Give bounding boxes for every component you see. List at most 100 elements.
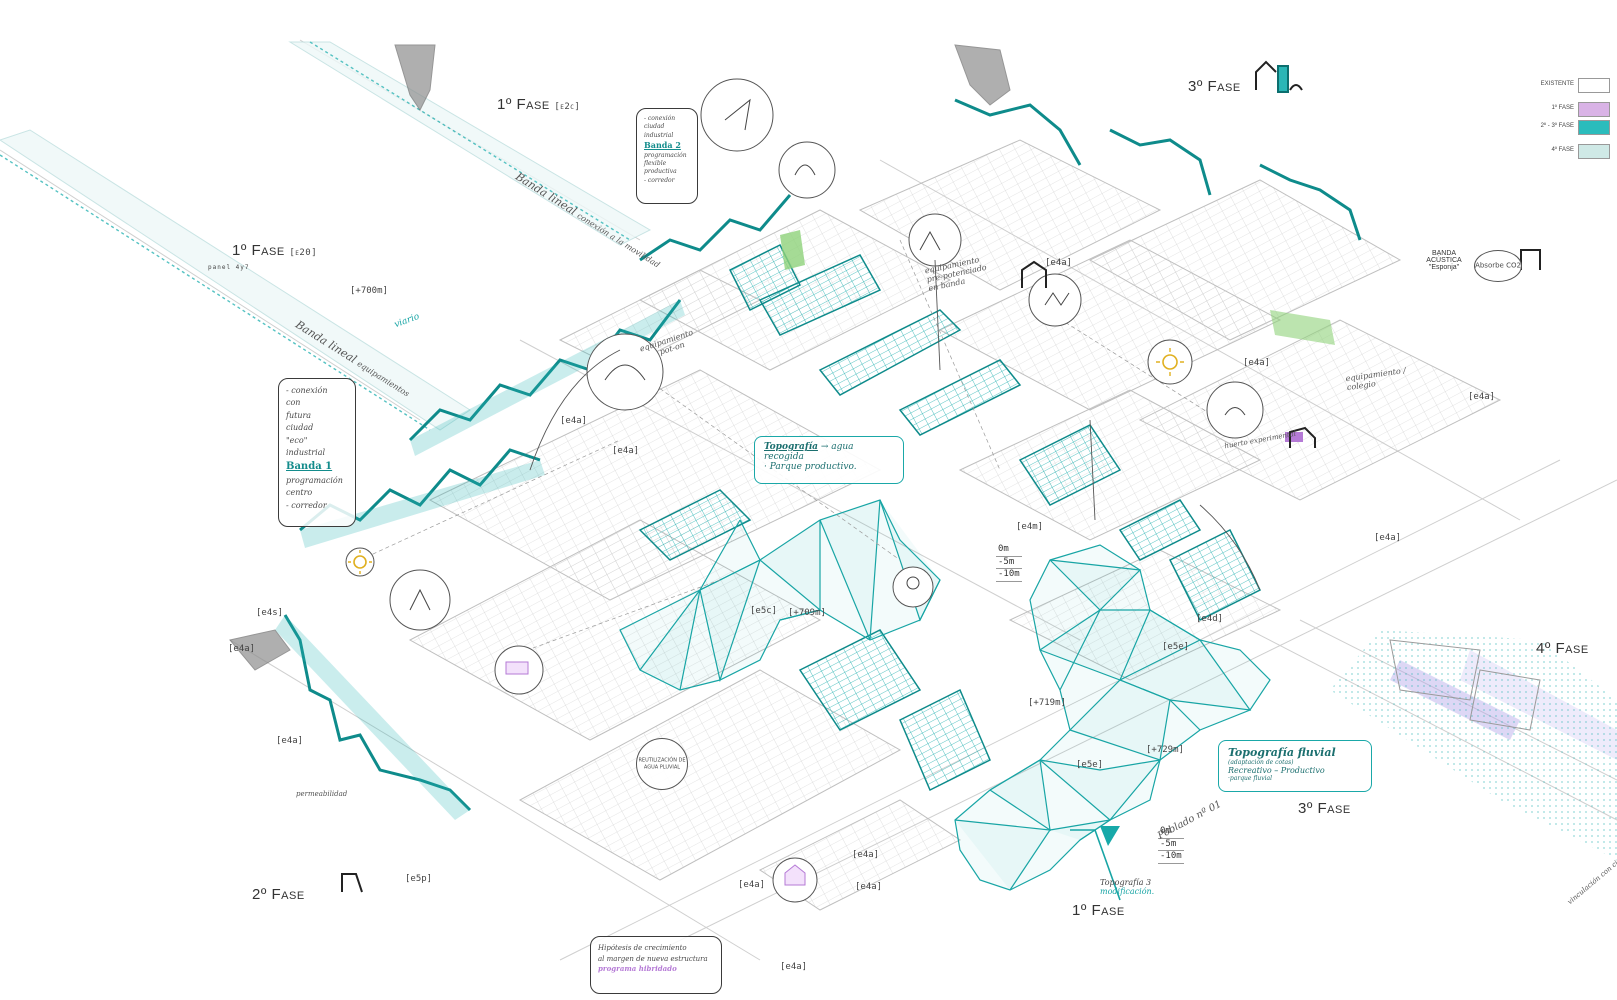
depth-value: 0m	[996, 544, 1022, 557]
zone-tag: [e5c]	[750, 606, 778, 616]
topography-note-1: Topografía → agua recogida · Parque prod…	[754, 436, 904, 484]
legend-swatch	[1578, 120, 1610, 135]
zone-tag: [e4a]	[560, 416, 588, 426]
depth-value: 0m	[1158, 826, 1184, 839]
zone-tag: [e4a]	[1468, 392, 1496, 402]
phase-title: 1º Fase	[232, 242, 285, 259]
topography-note-3: Topografía 3 modificación.	[1100, 878, 1154, 896]
pictogram-teal	[505, 661, 806, 886]
note-line: programación	[286, 475, 343, 485]
elevation-label: [+709m]	[788, 608, 826, 618]
note-line: Recreativo – Productivo	[1228, 766, 1325, 775]
note-line: modificación.	[1100, 887, 1155, 896]
depth-sign: 0m -5m -10m	[1158, 826, 1184, 865]
zone-tag: [e4m]	[1016, 522, 1044, 532]
phase-label-1b: 1º Fase [e20]	[232, 242, 317, 259]
note-line: al margen de nueva estructura	[598, 954, 708, 963]
linear-band-1	[0, 41, 652, 431]
note-title: Topografía	[764, 442, 818, 452]
zone-tag: [e5p]	[405, 874, 433, 884]
note-line: → agua recogida	[764, 442, 854, 462]
legend-swatch	[1578, 78, 1610, 93]
depth-sign: 0m -5m -10m	[996, 544, 1022, 583]
note-line: ciudad	[286, 423, 314, 433]
zone-tag: [e4a]	[276, 736, 304, 746]
sun-icon	[1147, 339, 1193, 385]
note-line: ·parque fluvial	[1228, 775, 1273, 782]
flow-arrows	[529, 259, 1261, 901]
zone-tag: [e4a]	[855, 882, 883, 892]
legend-label: EXISTENTE	[1540, 81, 1574, 87]
legend-phase4: 4º FASE	[1490, 144, 1610, 159]
depth-value: -5m	[1158, 839, 1184, 852]
pictogram-strokes	[409, 98, 1246, 611]
elevation-label: [+729m]	[1146, 745, 1184, 755]
phase-label-2: 2º Fase	[252, 886, 305, 903]
phase-code: [e2c]	[554, 102, 581, 112]
note-title: Topografía fluvial	[1228, 746, 1336, 759]
note-line: - conexión	[286, 386, 328, 395]
phase-label-1a: 1º Fase [e2c]	[497, 96, 580, 113]
note-line: programa hibridado	[598, 964, 677, 973]
zone-tag: [e4s]	[256, 608, 284, 618]
legend-phase1: 1º FASE	[1490, 102, 1610, 117]
legend-label: 1º FASE	[1551, 105, 1574, 111]
note-line: "eco" industrial	[286, 435, 326, 457]
zone-tag: [e4a]	[738, 880, 766, 890]
zone-tag: [e4a]	[1243, 358, 1271, 368]
permeability-label: permeabilidad	[296, 790, 348, 798]
rainwater-bubble: REUTILIZACIÓN DE AGUA PLUVIAL	[636, 738, 688, 790]
zone-tag: [e4a]	[612, 446, 640, 456]
zone-tag: [e4a]	[852, 850, 880, 860]
note-title: Banda 1	[286, 461, 333, 473]
legend-label: 4º FASE	[1551, 147, 1574, 153]
note-line: productiva	[644, 168, 677, 176]
elevation-label: [+700m]	[350, 286, 388, 296]
band1-note: - conexión con futura ciudad "eco" indus…	[278, 378, 356, 527]
co2-text: Absorbe CO2	[1475, 261, 1521, 270]
phase-label-3a: 3º Fase	[1188, 78, 1241, 95]
legend-swatch	[1578, 102, 1610, 117]
phase-label-3b: 3º Fase	[1298, 800, 1351, 817]
zone-tag: [e4a]	[1374, 533, 1402, 543]
legend-existing: EXISTENTE	[1490, 78, 1610, 93]
note-title: Banda 2	[644, 140, 681, 151]
elevation-label: [+719m]	[1028, 698, 1066, 708]
zone-tag: [e5e]	[1162, 642, 1190, 652]
note-line: Topografía 3	[1100, 878, 1152, 887]
phase-label-1c: 1º Fase	[1072, 902, 1125, 919]
phase-label-4: 4º Fase	[1536, 640, 1589, 657]
zone-tag: [e4a]	[228, 644, 256, 654]
note-line: centro	[286, 488, 313, 498]
co2-bubble: Absorbe CO2	[1474, 250, 1522, 282]
zone-tag: [e4d]	[1196, 614, 1224, 624]
phase4-area	[1330, 630, 1617, 860]
hand-illustration	[229, 44, 1011, 671]
note-line: programación	[644, 151, 687, 159]
teal-pointer-icon	[1100, 826, 1120, 846]
acoustic-band-label: BANDA ACÚSTICA "Esponja"	[1426, 250, 1462, 271]
legend-phase23: 2º - 3º FASE	[1490, 120, 1610, 135]
topography-note-2: Topografía fluvial (adaptación de cotas)…	[1218, 740, 1372, 792]
house-icon	[341, 60, 1541, 893]
panel-caption: panel 4y7	[208, 264, 250, 271]
rainwater-text: REUTILIZACIÓN DE AGUA PLUVIAL	[638, 757, 686, 771]
zone-tag: [e5e]	[1076, 760, 1104, 770]
growth-hypothesis-note: Hipótesis de crecimiento al margen de nu…	[590, 936, 722, 994]
zone-tag: [e4a]	[1045, 258, 1073, 268]
fluvial-topography-network	[954, 544, 1271, 891]
depth-value: -5m	[996, 557, 1022, 570]
note-line: - corredor	[286, 500, 327, 510]
note-line: (adaptación de cotas)	[1228, 759, 1294, 766]
teal-clusters	[638, 243, 1262, 792]
note-line: - corredor	[644, 176, 675, 184]
depth-value: -10m	[996, 569, 1022, 583]
note-line: ciudad	[644, 123, 665, 131]
note-line: futura	[286, 410, 312, 420]
note-line: industrial	[644, 131, 674, 139]
note-line: · Parque productivo.	[764, 462, 857, 472]
band2-note: - conexión ciudad industrial Banda 2 pro…	[636, 108, 698, 204]
zone-tag: [e4a]	[780, 962, 808, 972]
phase-code: [e20]	[289, 248, 318, 258]
